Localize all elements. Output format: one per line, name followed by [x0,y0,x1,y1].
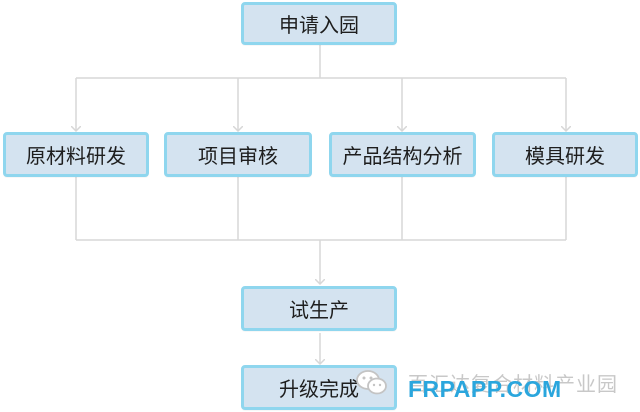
node-trial-production: 试生产 [241,286,397,331]
node-project-review: 项目审核 [164,132,312,177]
watermark [355,364,389,402]
node-raw-materials: 原材料研发 [3,132,149,177]
node-mold: 模具研发 [492,132,638,177]
node-apply: 申请入园 [241,2,397,45]
node-product-structure: 产品结构分析 [329,132,476,177]
watermark-text-cn: 百汇达复合材料产业园 [408,372,618,396]
watermark-text-en: FRPAPP.COM [408,376,562,402]
wechat-icon [355,368,389,398]
